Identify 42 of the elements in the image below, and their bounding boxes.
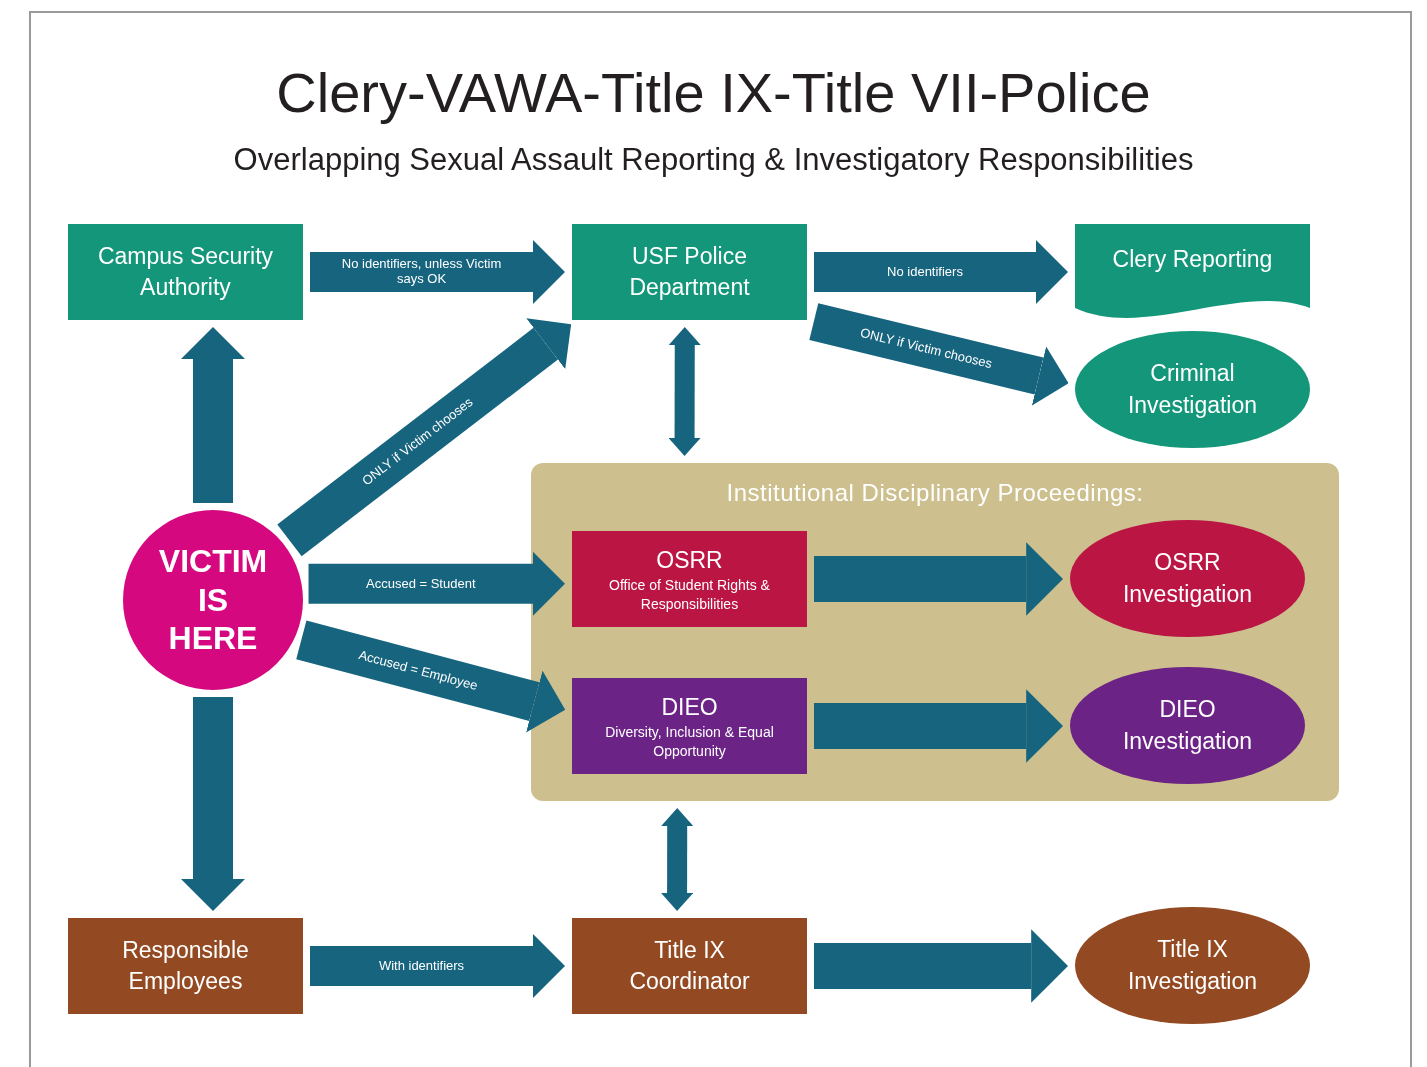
node-description: Office of Student Rights & Responsibilities <box>608 576 771 613</box>
block-arrow <box>809 303 1069 406</box>
block-arrow <box>814 542 1063 616</box>
node-label: VICTIM IS HERE <box>157 542 269 658</box>
node-description: Diversity, Inclusion & Equal Opportunity <box>604 723 775 760</box>
arrow-label: No identifiers <box>886 264 964 280</box>
block-arrow <box>814 689 1063 763</box>
diagram-title: Clery-VAWA-Title IX-Title VII-Police <box>275 60 1152 125</box>
process-box <box>572 224 807 320</box>
node-label: Campus Security Authority <box>96 241 275 302</box>
node-label: OSRR Investigation <box>1121 548 1254 609</box>
block-arrow <box>277 318 572 557</box>
node-label: DIEO Investigation <box>1121 695 1254 756</box>
process-box <box>68 918 303 1014</box>
block-arrow <box>310 240 565 304</box>
block-arrow <box>310 934 565 998</box>
arrow-label: ONLY if Victim chooses <box>858 323 996 374</box>
process-box <box>572 678 807 774</box>
node-label: DIEO <box>661 693 718 723</box>
diagram-subtitle: Overlapping Sexual Assault Reporting & Investigatory Responsibilities <box>232 142 1195 178</box>
node-label: USF Police Department <box>628 241 751 302</box>
panel-heading: Institutional Disciplinary Proceedings: <box>726 478 1144 508</box>
block-arrow <box>814 929 1068 1003</box>
node-label: Title IX Investigation <box>1126 935 1259 996</box>
node-label: Criminal Investigation <box>1126 359 1259 420</box>
arrow-label: Accused = Student <box>365 576 477 592</box>
group-panel <box>531 463 1339 801</box>
arrow-label: With identifiers <box>377 958 466 974</box>
node-label: Clery Reporting <box>1112 245 1273 275</box>
process-box <box>572 918 807 1014</box>
block-arrow <box>296 620 566 733</box>
node-label: OSRR <box>656 546 723 576</box>
node-label: Responsible Employees <box>121 935 250 996</box>
arrow-label: No identifiers, unless Victim says OK <box>340 257 503 287</box>
block-arrow <box>814 240 1068 304</box>
block-arrow <box>181 327 245 503</box>
block-arrow <box>181 697 245 911</box>
block-arrow <box>668 327 701 456</box>
block-arrow <box>661 808 694 911</box>
node-label: Title IX Coordinator <box>628 935 751 996</box>
process-box <box>68 224 303 320</box>
process-box <box>572 531 807 627</box>
